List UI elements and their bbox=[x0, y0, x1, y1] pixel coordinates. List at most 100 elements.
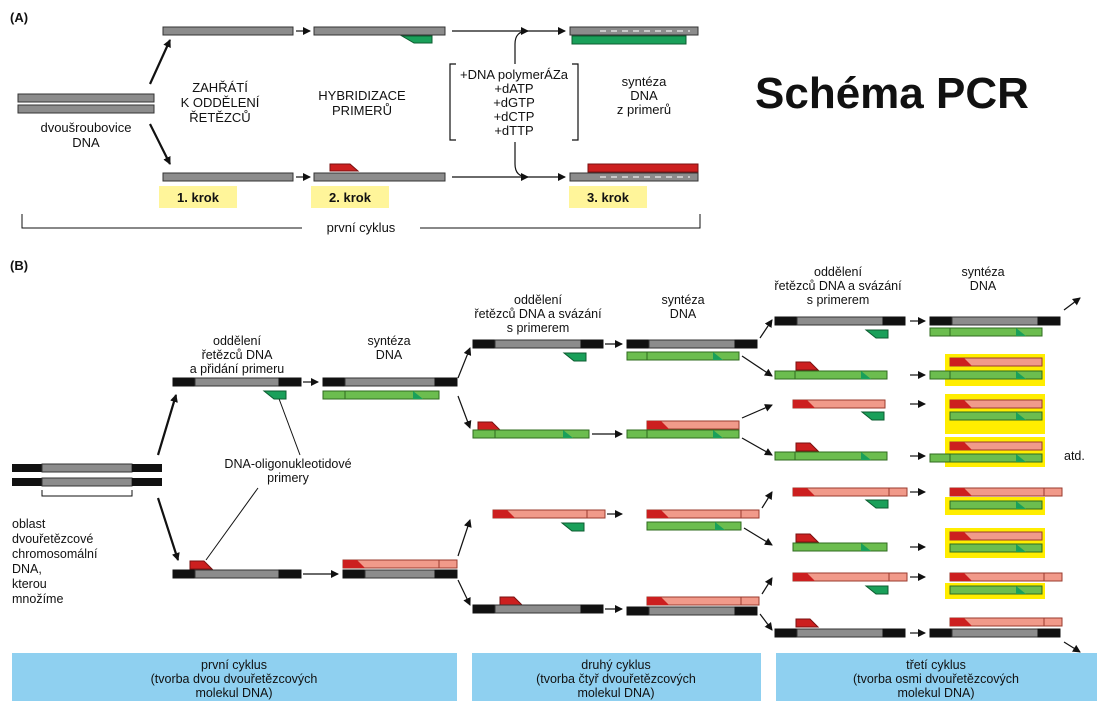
b1-bot-template-end-right bbox=[278, 569, 302, 579]
synthesis-label-1: syntéza bbox=[622, 74, 668, 89]
b6-m7-pink-primer bbox=[950, 573, 972, 581]
a-new-green bbox=[571, 35, 687, 45]
b5-r4-primer bbox=[795, 442, 820, 452]
b5-r8-template-end-right bbox=[882, 628, 906, 638]
arrow-reagent-down bbox=[514, 142, 529, 181]
b-primer-pointer-2 bbox=[205, 487, 259, 561]
b4-m4-pink-primer bbox=[647, 597, 669, 605]
b4-arrow-1 bbox=[759, 319, 773, 339]
b6-m4-green bbox=[929, 453, 1043, 463]
cycle-bar-1 bbox=[12, 653, 457, 701]
b5-r8-template-end-left bbox=[774, 628, 798, 638]
b6-m5-pink-primer bbox=[950, 488, 972, 496]
cycle-bar-2 bbox=[472, 653, 761, 701]
b-strands bbox=[172, 297, 1081, 653]
svg-text:DNA,: DNA, bbox=[12, 562, 42, 576]
b-initial-dsdna bbox=[12, 463, 162, 487]
b-region-bracket bbox=[41, 490, 133, 497]
b4-arrow-8 bbox=[759, 613, 773, 631]
b1-bot-primer bbox=[189, 560, 214, 570]
reagent-bracket-left bbox=[449, 63, 456, 141]
hybrid-label-2: PRIMERŮ bbox=[332, 103, 392, 118]
reagent-bracket-right bbox=[572, 63, 579, 141]
synthesis-label-3: z primerů bbox=[617, 102, 671, 117]
svg-text:s primerem: s primerem bbox=[807, 293, 870, 307]
b4-arrow-2 bbox=[741, 355, 773, 377]
b4-arrow-7 bbox=[761, 577, 773, 595]
a-primer-green bbox=[400, 35, 433, 44]
b3-t4-template-core bbox=[494, 604, 582, 614]
svg-text:syntéza: syntéza bbox=[367, 334, 410, 348]
b6-m5-green bbox=[949, 500, 1043, 510]
b5-r8-template-core bbox=[796, 628, 884, 638]
a-cycle-label: první cyklus bbox=[327, 220, 396, 235]
svg-text:řetězců DNA a svázání: řetězců DNA a svázání bbox=[774, 279, 902, 293]
b6-m1-template-end-left bbox=[929, 316, 953, 326]
b1-top-primer bbox=[262, 390, 287, 400]
svg-text:kterou: kterou bbox=[12, 577, 47, 591]
b3-t1-template-core bbox=[494, 339, 582, 349]
b2-top-template-end-left bbox=[322, 377, 346, 387]
cycle-1-text: první cyklus (tvorba dvou dvouřetězcovýc… bbox=[151, 658, 318, 700]
b5-r4-green bbox=[774, 451, 888, 461]
b5-r1-template-core bbox=[796, 316, 884, 326]
b2-arrow-3 bbox=[457, 519, 472, 557]
b2-bot-template-end-right bbox=[434, 569, 458, 579]
b6-m5-green-primer bbox=[1016, 501, 1026, 509]
svg-text:oddělení: oddělení bbox=[213, 334, 261, 348]
svg-text:(tvorba dvou dvouřetězcových: (tvorba dvou dvouřetězcových bbox=[151, 672, 318, 686]
svg-text:molekul DNA): molekul DNA) bbox=[195, 686, 272, 700]
b-arrow-down bbox=[156, 497, 180, 561]
b4-arrow-5 bbox=[761, 491, 773, 509]
a-new-red bbox=[587, 163, 699, 173]
b3-t1-template-end-left bbox=[472, 339, 496, 349]
dna-label-1: dvoušroubovice bbox=[40, 120, 131, 135]
svg-text:dvouřetězcové: dvouřetězcové bbox=[12, 532, 93, 546]
arrow-split-down bbox=[149, 123, 171, 165]
svg-text:oddělení: oddělení bbox=[514, 293, 562, 307]
svg-text:syntéza: syntéza bbox=[961, 265, 1004, 279]
b-etc-label: atd. bbox=[1064, 449, 1085, 463]
b-primer-pointer-1 bbox=[277, 395, 301, 456]
svg-text:DNA: DNA bbox=[376, 348, 403, 362]
b2-arrow-1 bbox=[457, 347, 472, 379]
b6-m2-green bbox=[929, 370, 1043, 380]
b6-m7-green bbox=[949, 585, 1043, 595]
a-strand-bot-1 bbox=[162, 172, 294, 182]
b6-m6-green-primer bbox=[1016, 544, 1026, 552]
b4-m1-template-core bbox=[648, 339, 736, 349]
b4-m3-pink-primer bbox=[647, 510, 669, 518]
b1-bot-template-core bbox=[194, 569, 280, 579]
b-syn2-label: syntéza DNA bbox=[661, 293, 704, 321]
step-1-box bbox=[159, 186, 237, 208]
b4-m1-template-end-right bbox=[734, 339, 758, 349]
cycle-3-text: třetí cyklus (tvorba osmi dvouřetězcovýc… bbox=[853, 658, 1019, 700]
svg-text:oblast: oblast bbox=[12, 517, 46, 531]
svg-text:DNA: DNA bbox=[970, 279, 997, 293]
b3-t2-primer bbox=[477, 421, 502, 431]
b6-m2-green-primer bbox=[1016, 371, 1026, 379]
b3-t4-primer bbox=[499, 596, 524, 606]
b5-r1-template-end-right bbox=[882, 316, 906, 326]
panel-a-label: (A) bbox=[10, 10, 28, 25]
b5-r7-primer bbox=[864, 585, 889, 595]
svg-text:DNA-oligonukleotidové: DNA-oligonukleotidové bbox=[224, 457, 351, 471]
b4-arrow-3 bbox=[741, 404, 773, 419]
arrow-reagent-up bbox=[514, 27, 529, 64]
heat-label-1: ZAHŘÁTÍ bbox=[192, 80, 248, 95]
b4-m2-green-primer bbox=[713, 430, 723, 438]
b5-r1-primer bbox=[864, 329, 889, 339]
svg-text:třetí cyklus: třetí cyklus bbox=[906, 658, 966, 672]
reagent-4: +dCTP bbox=[494, 109, 535, 124]
b5-r4-green-primer bbox=[861, 452, 871, 460]
svg-text:chromosomální: chromosomální bbox=[12, 547, 98, 561]
svg-text:syntéza: syntéza bbox=[661, 293, 704, 307]
b1-bot-template-end-left bbox=[172, 569, 196, 579]
b6-m4-green-primer bbox=[1016, 454, 1026, 462]
b6-arrow-out-2 bbox=[1063, 641, 1081, 653]
b2-top-green bbox=[322, 390, 440, 400]
heat-label-2: K ODDĚLENÍ bbox=[181, 95, 260, 110]
b3-t3-pink-primer bbox=[493, 510, 515, 518]
reagent-3: +dGTP bbox=[493, 95, 535, 110]
